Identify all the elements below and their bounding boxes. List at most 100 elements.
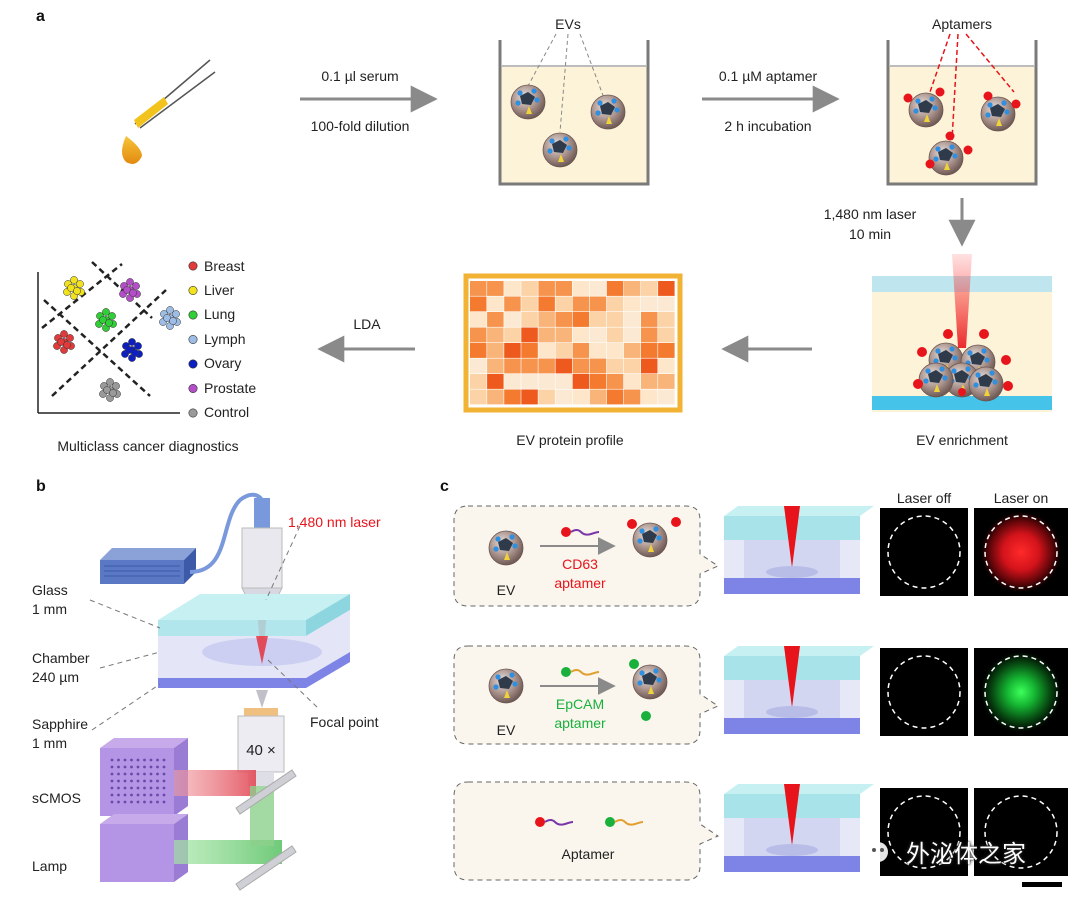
camera-vent xyxy=(130,800,133,804)
fluorescence-images xyxy=(868,508,1068,876)
panel-label-a: a xyxy=(36,8,45,25)
heatmap-cell xyxy=(521,327,538,343)
sample-stage xyxy=(158,594,350,688)
legend-marker-control xyxy=(188,408,198,418)
heatmap-cell xyxy=(589,374,607,389)
heatmap-cell xyxy=(521,374,538,389)
cluster-dot-control xyxy=(112,382,120,390)
heatmap-cell xyxy=(623,389,641,405)
camera-vent xyxy=(156,793,159,797)
heatmap-cell xyxy=(555,312,572,327)
ev-enrichment-label: EV enrichment xyxy=(916,432,1008,448)
camera-vent xyxy=(149,793,153,797)
legend-marker-lymph xyxy=(188,334,198,344)
heatmap-cell xyxy=(589,327,607,343)
heatmap-cell xyxy=(606,343,624,358)
heatmap-cell xyxy=(589,389,607,405)
heatmap-cell xyxy=(538,312,555,327)
heatmap-cell xyxy=(504,343,521,358)
camera-vent xyxy=(162,800,166,804)
camera-vent xyxy=(123,758,127,762)
legend-liver: Liver xyxy=(204,282,235,298)
heatmap-cell xyxy=(521,358,538,374)
camera-vent xyxy=(123,800,127,804)
camera-vent xyxy=(123,779,127,783)
cluster-dot-lymph xyxy=(172,310,180,318)
serum-volume-label: 0.1 µl serum xyxy=(321,68,399,84)
camera-vent xyxy=(136,765,140,769)
camera-vent xyxy=(143,779,146,783)
heatmap-cell xyxy=(606,296,624,312)
camera-vent xyxy=(130,786,133,790)
aptamers-label: Aptamers xyxy=(932,16,992,32)
camera-vent xyxy=(110,772,114,776)
camera-vent xyxy=(143,800,146,804)
cluster-dot-lung xyxy=(102,308,110,316)
heatmap-cell xyxy=(487,327,504,343)
heatmap-cell xyxy=(470,296,487,312)
epcam-aptamer-label: aptamer xyxy=(554,715,606,731)
heatmap-cell xyxy=(504,281,521,296)
cluster-dot-lung xyxy=(105,319,113,327)
cluster-dot-control xyxy=(106,378,114,386)
heatmap-cell xyxy=(504,312,521,327)
legend-marker-prostate xyxy=(188,383,198,393)
heatmap-cell xyxy=(504,327,521,343)
legend-marker-lung xyxy=(188,310,198,320)
heatmap-cell xyxy=(589,281,607,296)
chamber-label: Chamber xyxy=(32,650,90,666)
camera-vent xyxy=(149,779,153,783)
heatmap-cell xyxy=(538,389,555,405)
heatmap-cell xyxy=(504,358,521,374)
heatmap-cell xyxy=(623,358,641,374)
cluster-dot-ovary xyxy=(128,338,136,346)
camera-vent xyxy=(136,772,140,776)
glass-thickness-label: 1 mm xyxy=(32,601,67,617)
ev-container xyxy=(498,33,650,186)
heatmap-cell xyxy=(572,358,590,374)
camera-vent xyxy=(123,765,127,769)
camera-vent xyxy=(110,786,114,790)
camera-vent xyxy=(130,758,133,762)
camera-vent xyxy=(117,758,120,762)
heatmap-cell xyxy=(521,389,538,405)
lamp-label: Lamp xyxy=(32,858,68,874)
laser-on-header: Laser on xyxy=(993,490,1049,506)
lda-label: LDA xyxy=(353,316,381,332)
heatmap-cell xyxy=(623,312,641,327)
incubation-label: 2 h incubation xyxy=(724,118,812,134)
camera-vent xyxy=(117,765,120,769)
heatmap-cell xyxy=(623,327,641,343)
camera-vent xyxy=(110,765,114,769)
heatmap-cell xyxy=(658,327,675,343)
heatmap-cell xyxy=(589,358,607,374)
lamp-housing xyxy=(100,786,282,882)
row1-ev-cd63 xyxy=(453,505,720,607)
mini-chambers xyxy=(724,506,874,872)
heatmap-cell xyxy=(623,343,641,358)
panel-label-c: c xyxy=(440,478,449,495)
camera-vent xyxy=(136,758,140,762)
laser-source-box xyxy=(100,492,264,584)
heatmap-cell xyxy=(470,327,487,343)
camera-vent xyxy=(130,779,133,783)
protein-heatmap xyxy=(463,273,683,413)
heatmap-cell xyxy=(641,327,658,343)
camera-vent xyxy=(136,779,140,783)
heatmap-cell xyxy=(658,389,675,405)
heatmap-cell xyxy=(572,343,590,358)
scmos-label: sCMOS xyxy=(32,790,81,806)
camera-vent xyxy=(117,800,120,804)
cluster-dot-liver xyxy=(73,287,81,295)
panel-b-leader-lines xyxy=(89,525,319,731)
heatmap-cell xyxy=(538,281,555,296)
heatmap-cell xyxy=(470,389,487,405)
heatmap-cell xyxy=(606,281,624,296)
heatmap-cell xyxy=(589,343,607,358)
focal-point-label: Focal point xyxy=(310,714,379,730)
laser-label: 1,480 nm laser xyxy=(288,514,381,530)
heatmap-cell xyxy=(504,389,521,405)
legend-lymph: Lymph xyxy=(204,331,246,347)
